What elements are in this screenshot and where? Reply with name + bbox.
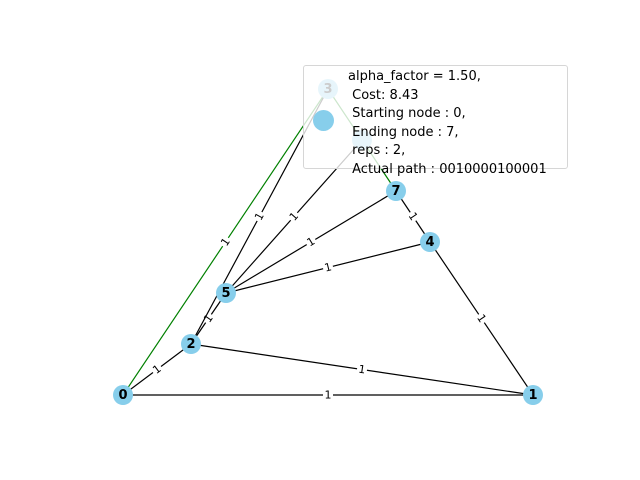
edge-weight-label: 1: [323, 260, 333, 274]
edge-label-bg: [321, 260, 335, 275]
edge-label-bg: [323, 389, 333, 401]
node-2: [181, 334, 201, 354]
edge-label-bg: [303, 234, 319, 250]
legend-line: Actual path : 0010000100001: [348, 161, 547, 177]
legend-box: alpha_factor = 1.50, Cost: 8.43 Starting…: [303, 65, 568, 177]
edge-label-bg: [251, 209, 268, 224]
legend-line: Starting node : 0,: [348, 106, 466, 121]
node-5: [216, 283, 236, 303]
node-label-5: 5: [221, 286, 230, 301]
edge-label-bg: [356, 362, 368, 377]
edge-label-bg: [217, 234, 234, 250]
node-label-2: 2: [186, 337, 195, 352]
edge-label-bg: [405, 209, 421, 224]
node-label-0: 0: [118, 388, 127, 403]
edge-label-bg: [200, 310, 217, 327]
node-label-4: 4: [425, 235, 434, 250]
legend-line: reps : 2,: [348, 143, 406, 158]
legend-line: alpha_factor = 1.50,: [348, 69, 481, 84]
edge-label-bg: [473, 311, 490, 326]
legend-text: alpha_factor = 1.50, Cost: 8.43 Starting…: [348, 68, 547, 179]
node-4: [420, 232, 440, 252]
node-1: [523, 385, 543, 405]
legend-node-marker: [313, 110, 334, 131]
edge-weight-label: 1: [325, 389, 332, 402]
node-0: [113, 385, 133, 405]
node-label-7: 7: [391, 184, 400, 199]
node-label-1: 1: [528, 388, 537, 403]
legend-line: Cost: 8.43: [348, 87, 419, 103]
edge-label-bg: [286, 208, 302, 225]
legend-line: Ending node : 7,: [348, 124, 459, 140]
edge-label-bg: [149, 361, 165, 378]
node-7: [386, 181, 406, 201]
edge-weight-label: 1: [358, 363, 367, 377]
